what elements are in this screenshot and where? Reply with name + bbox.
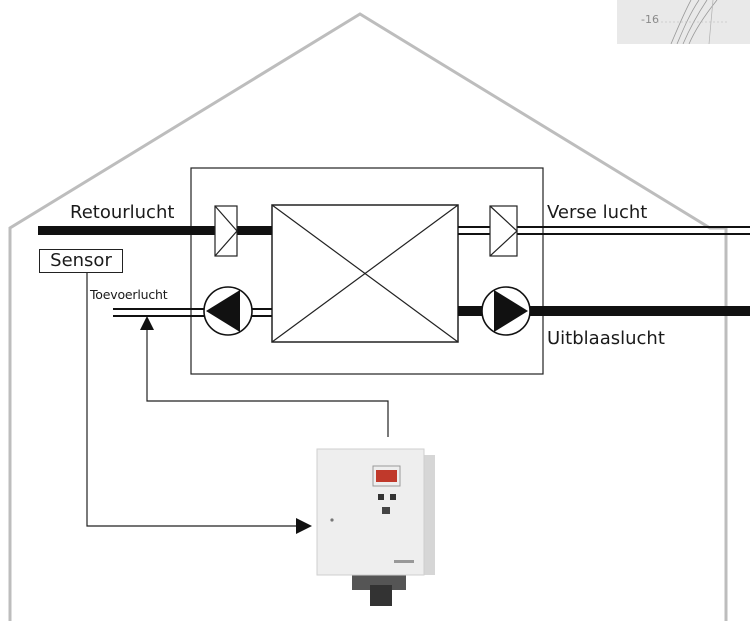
controller-base-pipe xyxy=(370,585,392,606)
heat-exchanger-cross-2 xyxy=(271,204,459,343)
controller-button-2 xyxy=(390,494,396,500)
exhaust-air-duct-outside xyxy=(526,306,750,316)
chart-tick-label: -16 xyxy=(641,13,659,26)
controller-button-1 xyxy=(378,494,384,500)
return-air-duct-inside xyxy=(237,226,272,235)
return-air-duct-outside xyxy=(38,226,215,235)
corner-chart-fragment: -16 xyxy=(617,0,750,44)
chart-curve-4 xyxy=(688,0,718,44)
return-air-damper xyxy=(214,205,238,257)
controller-display xyxy=(376,470,397,482)
house-outline xyxy=(8,12,728,621)
return-air-label: Retourlucht xyxy=(70,202,175,223)
sensor-signal-line xyxy=(86,273,300,527)
fresh-air-label: Verse lucht xyxy=(547,202,648,223)
exhaust-fan-triangle xyxy=(494,290,528,332)
fresh-air-damper-mark xyxy=(489,205,518,257)
controller-nameplate xyxy=(394,560,414,563)
chart-curves xyxy=(657,0,727,44)
chart-curve-3 xyxy=(682,0,708,44)
sensor-signal-arrow xyxy=(296,518,312,534)
exhaust-air-label: Uitblaaslucht xyxy=(547,328,665,349)
supply-fan-triangle xyxy=(206,290,240,332)
return-air-damper-mark xyxy=(214,205,238,257)
controller-body xyxy=(316,448,425,576)
supply-air-label: Toevoerlucht xyxy=(90,287,168,302)
chart-curve-1 xyxy=(670,0,692,44)
controller-switch xyxy=(382,507,390,514)
controller-unit xyxy=(316,448,435,606)
controller-screw xyxy=(330,518,334,522)
chart-vline xyxy=(708,0,714,44)
chart-curve-2 xyxy=(676,0,700,44)
sensor-label: Sensor xyxy=(50,250,112,271)
control-signal-arrow xyxy=(140,316,154,330)
fresh-air-damper xyxy=(489,205,518,257)
controller-display-frame xyxy=(372,465,401,487)
control-signal-line xyxy=(146,330,389,437)
exhaust-air-duct-inside xyxy=(458,306,484,316)
sensor-box: Sensor xyxy=(39,249,123,273)
controller-side xyxy=(422,455,435,575)
